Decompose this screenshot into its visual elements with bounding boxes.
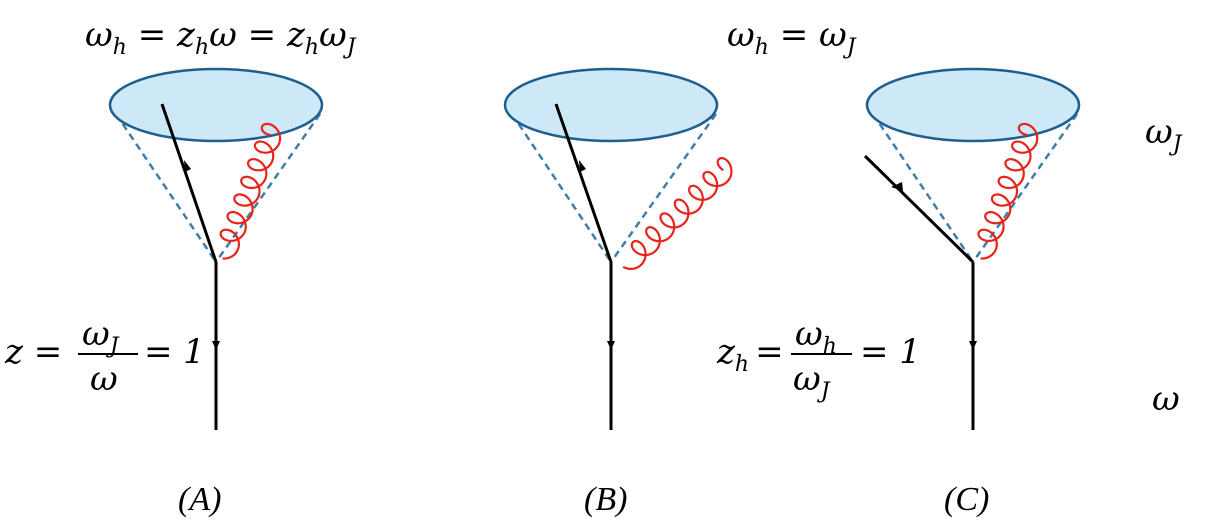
panel-label-c: (C) xyxy=(944,481,989,518)
panel-c xyxy=(863,67,1081,430)
incoming-quark-arrow xyxy=(607,341,615,350)
svg-text:= 1: = 1 xyxy=(144,332,205,372)
cone-edge-left xyxy=(114,113,218,263)
zh-lhs: zh= xyxy=(716,332,784,377)
zh-numerator: ωh xyxy=(795,314,837,359)
panel-label-a: (A) xyxy=(178,481,221,518)
panel-a xyxy=(108,67,324,430)
incoming-quark-arrow xyxy=(212,341,220,350)
jet-cone-ellipse xyxy=(108,67,324,143)
outgoing-quark-line xyxy=(160,103,218,263)
panel-label-b: (B) xyxy=(584,481,627,518)
gluon-line xyxy=(219,122,282,260)
jet-cone-ellipse xyxy=(503,67,719,143)
panel-b xyxy=(503,67,733,430)
zh-denominator: ωJ xyxy=(793,359,831,404)
equation-z: z = ωJ ω = 1 xyxy=(4,314,205,399)
outgoing-quark-arrow xyxy=(184,160,191,172)
gluon-line xyxy=(622,157,733,270)
cone-edge-right xyxy=(609,113,718,263)
cone-edge-right xyxy=(214,113,322,263)
equation-zh: zh= ωh ωJ = 1 xyxy=(716,314,921,404)
jet-energy-label: ωJ xyxy=(1145,112,1183,157)
parton-energy-label: ω xyxy=(1152,379,1180,419)
incoming-quark-arrow xyxy=(969,341,977,350)
svg-text:= 1: = 1 xyxy=(860,332,921,372)
outgoing-quark-line xyxy=(863,154,975,264)
cone-edge-right xyxy=(971,113,1079,263)
svg-text:z =: z = xyxy=(4,332,62,372)
outgoing-quark-arrow xyxy=(891,182,903,191)
z-numerator: ωJ xyxy=(82,314,120,359)
outgoing-quark-line xyxy=(554,103,613,263)
equation-top-a: ωh = zhω = zhωJ xyxy=(85,15,357,60)
outgoing-quark-arrow xyxy=(579,160,586,172)
cone-edge-left xyxy=(871,113,975,263)
jet-cone-ellipse xyxy=(865,67,1081,143)
gluon-line xyxy=(977,122,1039,260)
z-denominator: ω xyxy=(90,359,118,399)
equation-top-b: ωh = ωJ xyxy=(727,15,857,60)
cone-edge-left xyxy=(510,113,613,263)
